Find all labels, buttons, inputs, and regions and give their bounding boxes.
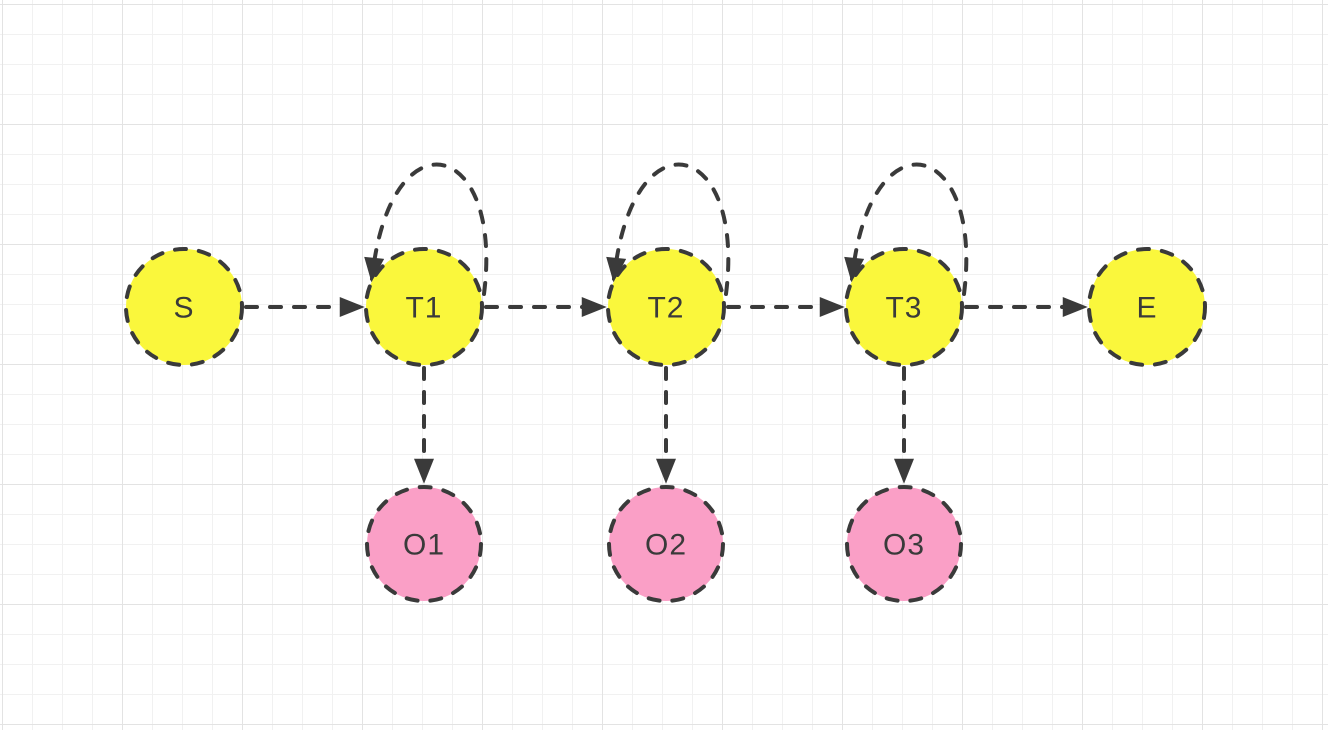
edge-t1-self-loop[interactable] bbox=[364, 162, 489, 296]
edges-layer bbox=[244, 162, 1088, 484]
node-o3[interactable]: O3 bbox=[845, 485, 963, 603]
node-o3-circle[interactable] bbox=[845, 485, 963, 603]
node-s[interactable]: S bbox=[124, 247, 244, 367]
node-e[interactable]: E bbox=[1087, 247, 1207, 367]
node-o2-circle[interactable] bbox=[607, 485, 725, 603]
node-o1[interactable]: O1 bbox=[365, 485, 483, 603]
node-t2[interactable]: T2 bbox=[606, 247, 726, 367]
node-t3[interactable]: T3 bbox=[844, 247, 964, 367]
node-t1-circle[interactable] bbox=[364, 247, 484, 367]
node-e-circle[interactable] bbox=[1087, 247, 1207, 367]
node-o2[interactable]: O2 bbox=[607, 485, 725, 603]
edge-t2-self-loop[interactable] bbox=[606, 162, 731, 296]
node-s-circle[interactable] bbox=[124, 247, 244, 367]
edge-t3-self-loop[interactable] bbox=[844, 162, 969, 296]
node-t2-circle[interactable] bbox=[606, 247, 726, 367]
node-o1-circle[interactable] bbox=[365, 485, 483, 603]
node-t3-circle[interactable] bbox=[844, 247, 964, 367]
node-t1[interactable]: T1 bbox=[364, 247, 484, 367]
